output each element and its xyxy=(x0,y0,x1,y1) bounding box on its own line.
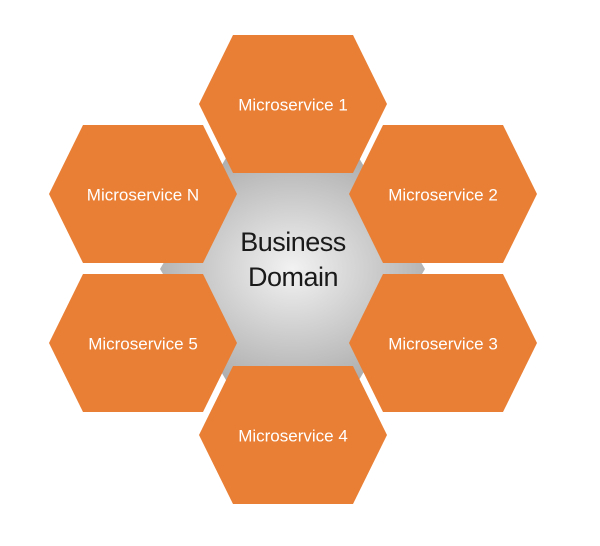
microservice-1-label: Microservice 1 xyxy=(238,96,348,115)
microservice-n-label: Microservice N xyxy=(87,186,199,205)
business-domain-label-line2: Domain xyxy=(248,262,338,292)
hexagon-microservice-n xyxy=(49,125,237,263)
business-domain-label-line1: Business xyxy=(240,227,346,257)
hexagon-microservice-5 xyxy=(49,274,237,412)
hexagon-microservice-4 xyxy=(199,366,387,504)
hexagon-microservice-2 xyxy=(349,125,537,263)
microservice-3-label: Microservice 3 xyxy=(388,335,498,354)
business-domain-label: Business Domain xyxy=(240,227,346,292)
microservice-5-label: Microservice 5 xyxy=(88,335,198,354)
hexagon-microservice-3 xyxy=(349,274,537,412)
hexagon-microservice-1 xyxy=(199,35,387,173)
microservice-4-label: Microservice 4 xyxy=(238,427,348,446)
microservice-2-label: Microservice 2 xyxy=(388,186,498,205)
